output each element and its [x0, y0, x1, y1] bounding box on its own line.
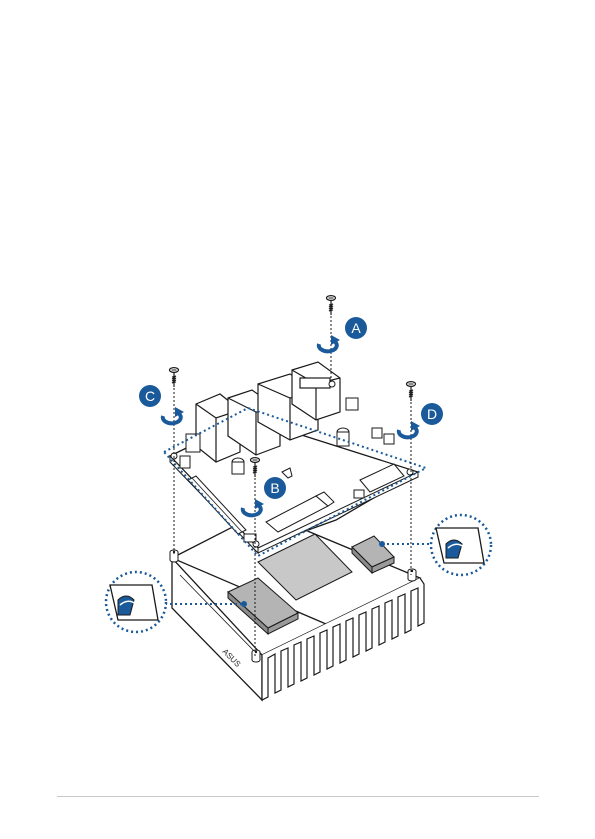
label-b: B: [270, 480, 279, 496]
peel-film-icon: [436, 528, 484, 563]
screw-icon: [407, 382, 416, 401]
screw-icon: [327, 296, 336, 315]
standoff-right: [408, 569, 416, 581]
label-d: D: [427, 406, 437, 422]
standoff-left: [170, 550, 178, 562]
step-d: D: [399, 382, 443, 438]
rotate-arrow-icon: [399, 421, 420, 437]
rotate-arrow-icon: [163, 407, 184, 423]
label-a: A: [351, 320, 361, 336]
standoff-front: [252, 650, 260, 662]
footer-rule: [57, 796, 539, 797]
step-a: A: [319, 296, 367, 352]
step-c: C: [139, 368, 184, 424]
peel-callout-right: [379, 515, 491, 575]
rotate-arrow-icon: [319, 335, 340, 351]
screw-icon: [170, 368, 179, 387]
motherboard: [164, 362, 426, 556]
peel-film-icon: [110, 585, 158, 620]
heatsink: ASUS: [170, 512, 424, 700]
label-c: C: [145, 388, 155, 404]
